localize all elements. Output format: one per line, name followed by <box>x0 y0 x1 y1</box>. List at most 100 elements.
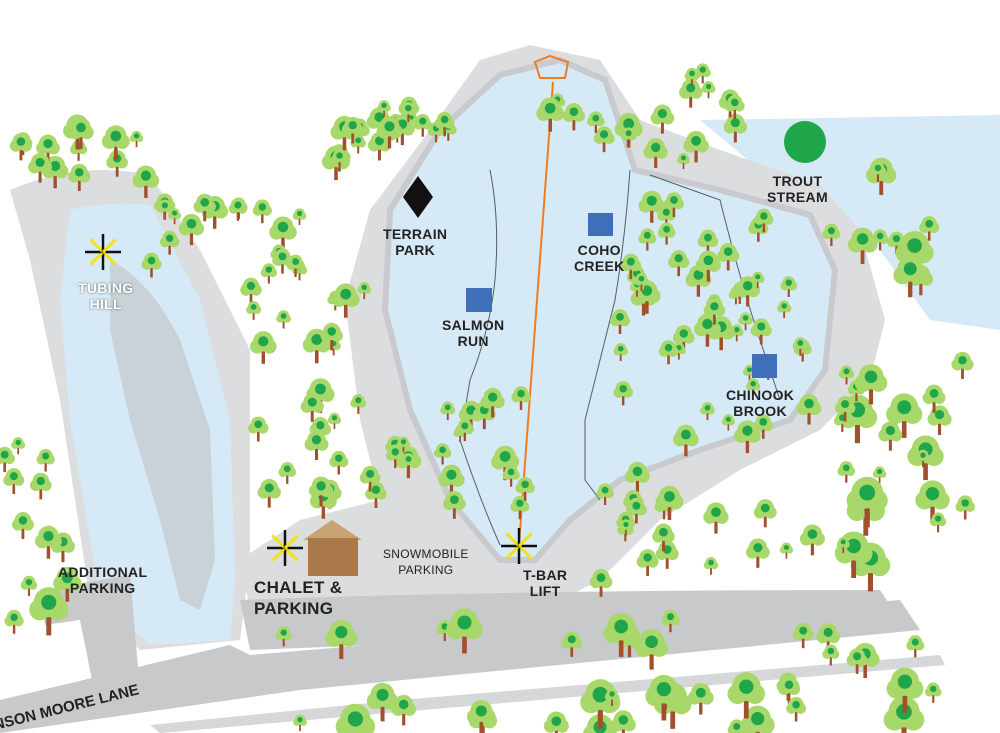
tree-icon <box>734 420 761 454</box>
tree-icon <box>3 468 25 494</box>
tree-icon <box>703 556 719 575</box>
green-circle-icon <box>784 121 826 163</box>
tree-icon <box>610 710 636 733</box>
tree-icon <box>724 94 745 120</box>
tree-icon <box>746 378 761 396</box>
tree-icon <box>276 310 291 329</box>
tree-icon <box>350 394 367 414</box>
tree-icon <box>846 648 868 674</box>
tree-icon <box>292 208 307 225</box>
tree-icon <box>636 549 659 577</box>
tree-icon <box>687 682 714 715</box>
tree-icon <box>589 568 613 597</box>
tree-icon <box>919 216 940 241</box>
tree-icon <box>684 67 700 86</box>
tree-icon <box>776 300 792 319</box>
tree-icon <box>955 495 975 520</box>
tree-icon <box>275 626 292 647</box>
tree-icon <box>12 512 34 539</box>
tree-icon <box>0 446 15 473</box>
tree-icon <box>951 351 974 379</box>
tree-icon <box>929 512 947 533</box>
label-line: ADDITIONAL <box>58 564 148 580</box>
tree-icon <box>745 538 770 568</box>
tree-icon <box>638 228 657 251</box>
tree-icon <box>701 81 716 99</box>
tree-icon <box>359 465 381 492</box>
label-line: TERRAIN <box>383 226 448 242</box>
tree-icon <box>729 324 744 342</box>
tree-icon <box>740 705 775 733</box>
tree-icon <box>738 312 753 331</box>
tree-icon <box>723 113 748 143</box>
blue-square-icon <box>752 354 777 378</box>
tree-icon <box>854 364 888 405</box>
label-line: TUBING <box>78 280 134 296</box>
label-line: SNOWMOBILE <box>383 547 469 561</box>
tree-group <box>0 63 975 733</box>
tree-icon <box>329 450 349 475</box>
tree-icon <box>293 714 307 732</box>
tree-icon <box>20 575 38 597</box>
tree-icon <box>249 331 277 364</box>
tree-icon <box>257 478 281 508</box>
tree-icon <box>11 437 26 455</box>
tree-icon <box>751 271 765 289</box>
tree-icon <box>515 476 535 501</box>
tree-icon <box>778 676 801 704</box>
tree-icon <box>655 540 679 569</box>
tree-icon <box>750 318 772 345</box>
chalet-building <box>303 520 362 576</box>
tree-icon <box>68 163 91 192</box>
tree-icon <box>366 682 399 722</box>
tree-icon <box>792 337 808 356</box>
tree-icon <box>357 281 372 300</box>
tree-icon <box>619 519 633 536</box>
tree-icon <box>400 101 417 123</box>
tree-icon <box>240 277 262 305</box>
tree-icon <box>886 667 924 713</box>
tree-icon <box>754 208 774 233</box>
tree-icon <box>341 116 364 144</box>
tree-icon <box>609 309 631 334</box>
tree-icon <box>620 253 642 280</box>
tree-icon <box>101 125 130 160</box>
label-line: STREAM <box>767 189 828 205</box>
tree-icon <box>413 114 432 137</box>
tree-icon <box>650 104 675 134</box>
tree-icon <box>703 298 726 325</box>
tree-icon <box>391 694 417 726</box>
tree-icon <box>443 490 466 519</box>
label-line: RUN <box>457 333 489 349</box>
tree-icon <box>302 328 331 364</box>
tubing-star-icon <box>85 234 121 270</box>
tree-icon <box>178 213 205 246</box>
blue-square-icon <box>466 288 492 312</box>
tree-icon <box>272 248 293 274</box>
lift-top-station <box>533 54 570 79</box>
tree-icon <box>661 609 680 633</box>
tree-icon <box>638 190 665 223</box>
tree-icon <box>834 396 856 422</box>
tree-icon <box>753 499 777 528</box>
tree-icon <box>159 230 180 255</box>
label-line: COHO <box>577 242 621 258</box>
tree-icon <box>822 644 840 666</box>
label-line: TROUT <box>772 173 823 189</box>
tree-icon <box>278 461 297 484</box>
tree-icon <box>438 464 465 497</box>
tree-icon <box>753 414 774 439</box>
lift-star-icon <box>501 528 537 564</box>
tree-icon <box>36 134 60 164</box>
tree-icon <box>68 117 94 149</box>
tree-icon <box>433 443 452 465</box>
tree-icon <box>786 697 807 722</box>
tree-icon <box>385 444 405 469</box>
tree-icon <box>703 502 729 534</box>
tree-icon <box>335 703 376 733</box>
